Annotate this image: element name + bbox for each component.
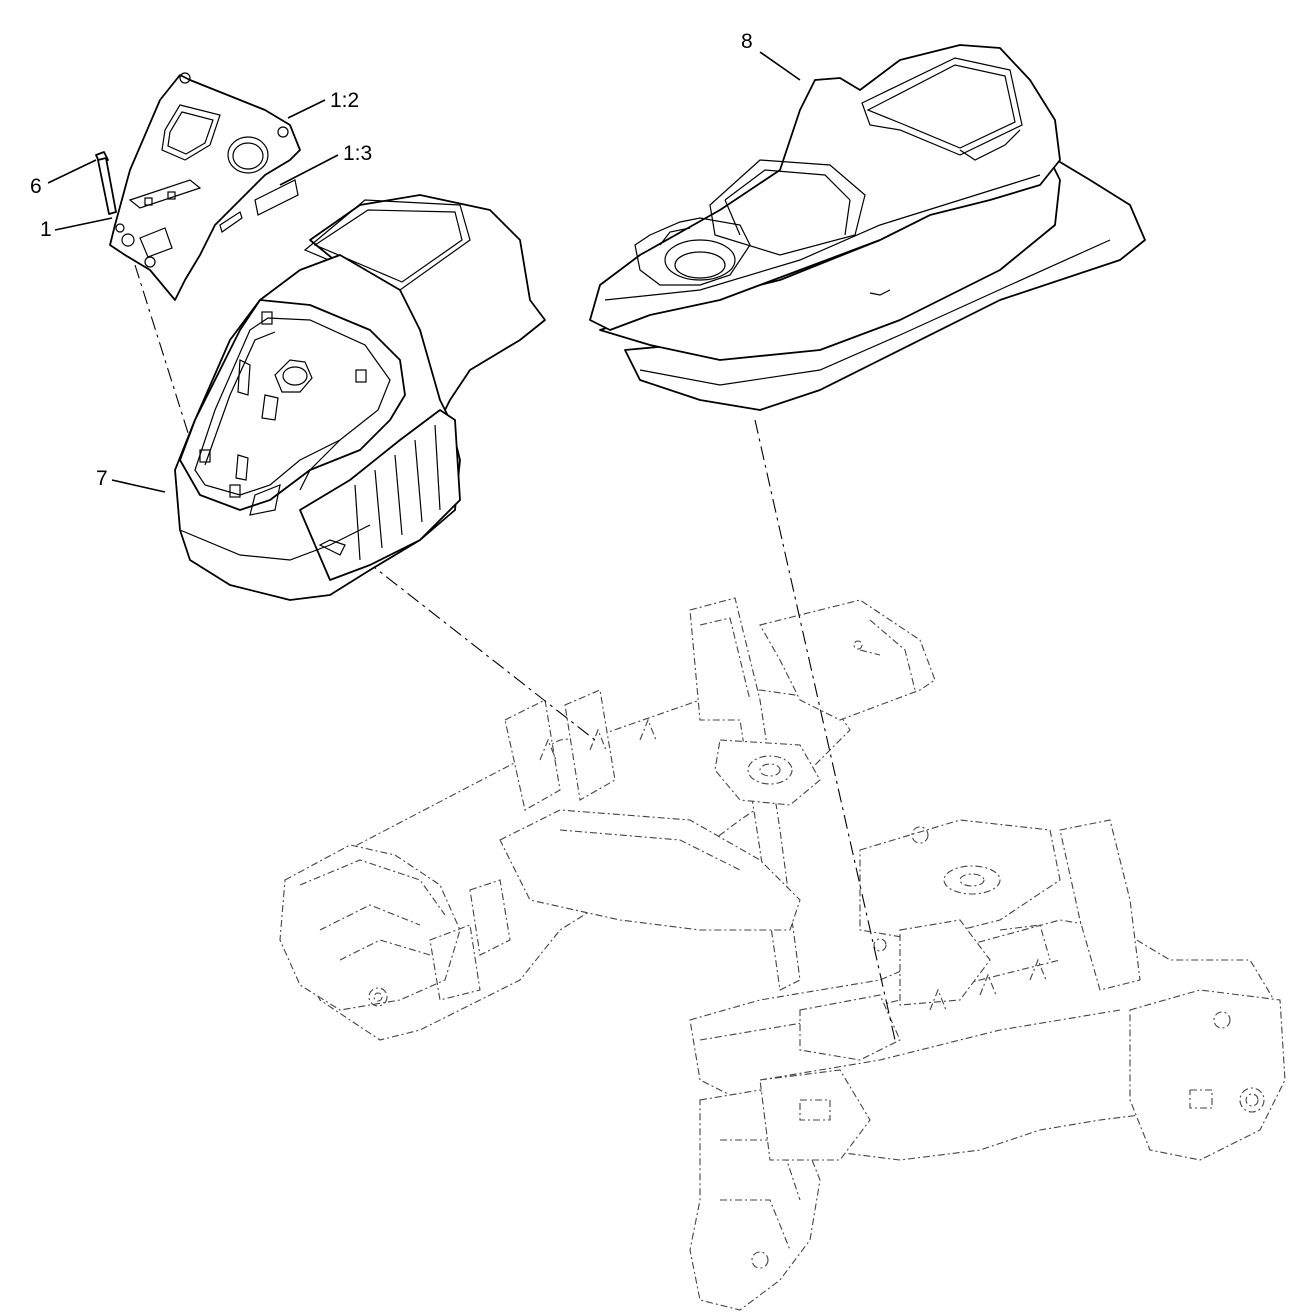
dash-switch-bracket — [128, 179, 202, 209]
dash-display-window — [161, 104, 221, 161]
console-top-body — [589, 44, 1061, 331]
rear-bracket — [1129, 989, 1286, 1161]
console-lid — [861, 57, 1023, 156]
cup-holder — [634, 217, 751, 286]
dash-round-gauge — [227, 136, 269, 174]
pod-recess — [194, 317, 391, 496]
pod-top-rim — [179, 299, 406, 511]
pod-ignition-socket — [274, 359, 313, 393]
callout-labels: 8 1:2 1:3 6 1 7 — [30, 30, 753, 490]
part-8-console — [589, 44, 1146, 411]
callout-6: 6 — [30, 175, 42, 198]
assembly-lines — [134, 264, 896, 1041]
pod-side-panel — [299, 409, 461, 581]
seat-mount-plate — [759, 599, 936, 721]
callout-1-3: 1:3 — [343, 142, 372, 165]
callout-1-2: 1:2 — [330, 89, 359, 112]
callout-7: 7 — [96, 467, 108, 490]
part-6-bolt — [95, 151, 117, 215]
callout-8: 8 — [741, 30, 753, 53]
part-1-dash-panel — [109, 72, 301, 301]
dash-panel-plate — [109, 74, 301, 301]
left-frame-bumper — [279, 844, 461, 1011]
frame-crossmember — [499, 809, 801, 931]
part-7-console-pod — [174, 194, 546, 601]
storage-bin — [709, 159, 866, 256]
dash-decal-slot — [254, 179, 299, 216]
callout-1: 1 — [40, 218, 52, 241]
dash-key-slot — [139, 227, 173, 258]
chassis-frame — [279, 597, 1286, 1311]
callout-leaders — [47, 51, 801, 493]
